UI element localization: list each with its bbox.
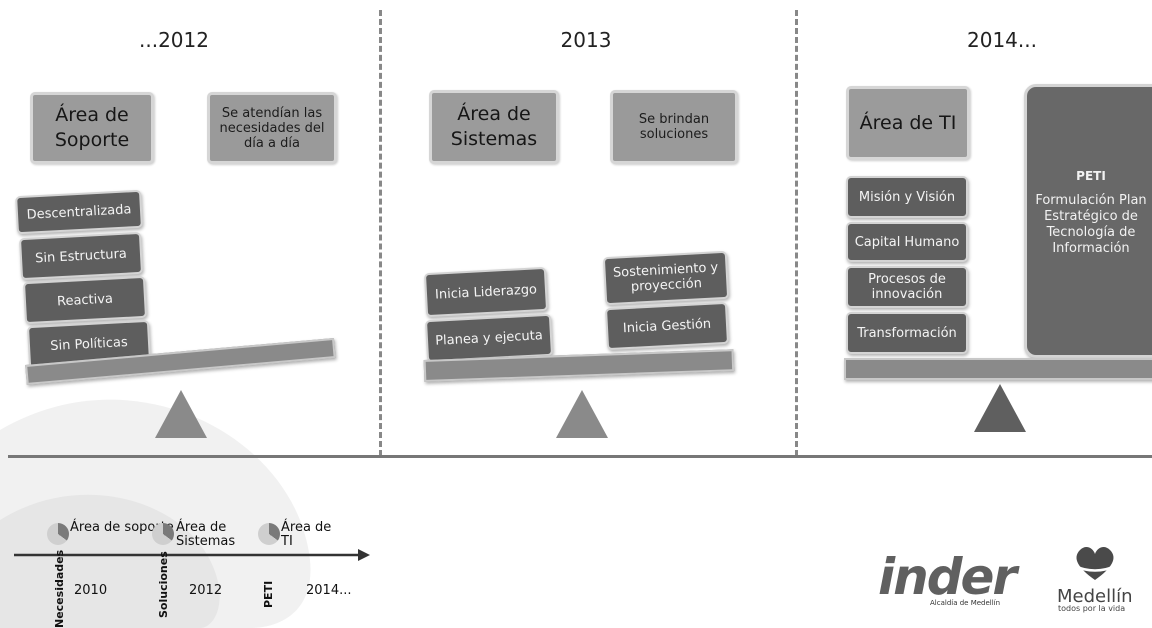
scale-fulcrum bbox=[974, 384, 1026, 432]
area-box: Área de Sistemas bbox=[429, 90, 559, 164]
milestone-pie-icon bbox=[258, 523, 280, 545]
attribute-pill: Descentralizada bbox=[15, 189, 143, 235]
peti-description: Formulación Plan Estratégico de Tecnolog… bbox=[1035, 193, 1147, 256]
attribute-pill: Sostenimiento y proyección bbox=[602, 250, 730, 306]
peti-title: PETI bbox=[1076, 169, 1106, 183]
milestone-label: Área de soporte bbox=[70, 520, 174, 535]
scale-fulcrum bbox=[556, 390, 608, 438]
period-title: 2014... bbox=[967, 28, 1037, 52]
attribute-pill: Capital Humano bbox=[846, 222, 968, 262]
medellin-logo-subtitle: todos por la vida bbox=[1058, 604, 1126, 613]
note-box: Se brindan soluciones bbox=[610, 90, 738, 164]
milestone-label: Área de Sistemas bbox=[176, 520, 236, 549]
inder-logo: inder bbox=[878, 548, 1017, 606]
timeline-year: 2010 bbox=[74, 583, 108, 598]
side-label: Soluciones bbox=[157, 551, 170, 618]
attribute-pill: Planea y ejecuta bbox=[424, 313, 554, 363]
attribute-pill: Inicia Liderazgo bbox=[423, 266, 549, 318]
area-box: Área de TI bbox=[846, 86, 970, 160]
mini-timeline-arrow bbox=[14, 549, 370, 561]
medellin-heart-icon bbox=[1075, 547, 1115, 580]
side-label: Necesidades bbox=[53, 549, 66, 628]
scale-beam bbox=[844, 358, 1152, 380]
medellin-logo: Medellín bbox=[1057, 586, 1133, 607]
attribute-pill: Procesos de innovación bbox=[846, 266, 968, 308]
milestone-label: Área de TI bbox=[281, 520, 332, 549]
scale-fulcrum bbox=[155, 390, 207, 438]
note-box: Se atendían las necesidades del día a dí… bbox=[207, 92, 337, 164]
attribute-pill: Reactiva bbox=[22, 275, 148, 325]
milestone-pie-icon bbox=[152, 523, 174, 545]
attribute-pill: Transformación bbox=[846, 312, 968, 354]
area-box: Área de Soporte bbox=[30, 92, 154, 164]
attribute-pill: Inicia Gestión bbox=[604, 301, 730, 351]
side-label: PETI bbox=[262, 580, 275, 608]
milestone-pie-icon bbox=[47, 523, 69, 545]
period-divider bbox=[795, 10, 798, 456]
period-divider bbox=[379, 10, 382, 456]
timeline-year: 2012 bbox=[189, 583, 223, 598]
inder-logo-subtitle: Alcaldía de Medellín bbox=[930, 599, 1001, 607]
period-title: 2013 bbox=[560, 28, 612, 52]
attribute-pill: Misión y Visión bbox=[846, 176, 968, 218]
timeline-axis bbox=[8, 455, 1152, 458]
timeline-year: 2014... bbox=[306, 583, 352, 598]
attribute-pill: Sin Estructura bbox=[18, 231, 144, 281]
peti-box: PETI Formulación Plan Estratégico de Tec… bbox=[1024, 84, 1152, 358]
period-title: ...2012 bbox=[139, 28, 209, 52]
